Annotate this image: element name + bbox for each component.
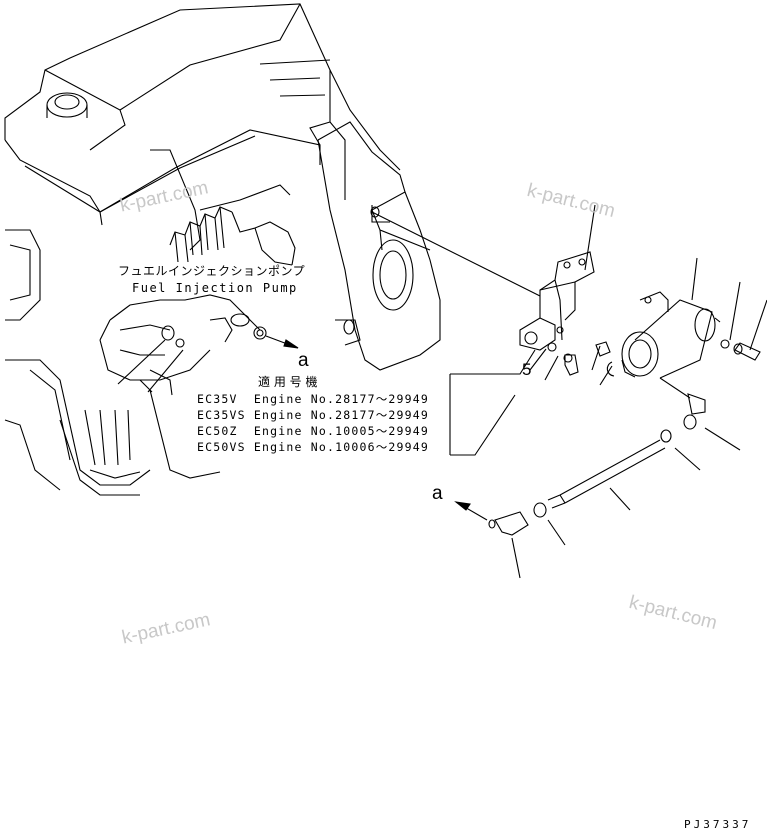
engine-block <box>4 3 401 496</box>
applicability-line: EC35V Engine No.28177～29949 <box>197 392 430 406</box>
applicability-line: EC35VS Engine No.28177～29949 <box>197 408 430 422</box>
linkage-rod <box>454 377 706 536</box>
fuel-injection-pump <box>99 206 296 396</box>
applicability-heading: 適 用 号 機 <box>258 375 318 389</box>
applicability-line: EC50Z Engine No.10005～29949 <box>197 424 430 438</box>
arrow-ref-top: a <box>298 350 309 371</box>
pump-label-jp: フュエルインジェクションポンプ <box>118 264 306 278</box>
applicability-line: EC50VS Engine No.10006～29949 <box>197 440 430 454</box>
leader-lines <box>117 204 767 579</box>
arrow-ref-bottom: a <box>432 483 443 504</box>
figure-code: PJ37337 <box>684 818 752 831</box>
callout-5: 5 <box>522 360 532 379</box>
solenoid-part <box>621 291 721 379</box>
flywheel-housing <box>317 121 441 371</box>
bracket-part <box>519 251 595 351</box>
hardware-parts <box>547 339 761 377</box>
pump-label-en: Fuel Injection Pump <box>132 281 298 295</box>
